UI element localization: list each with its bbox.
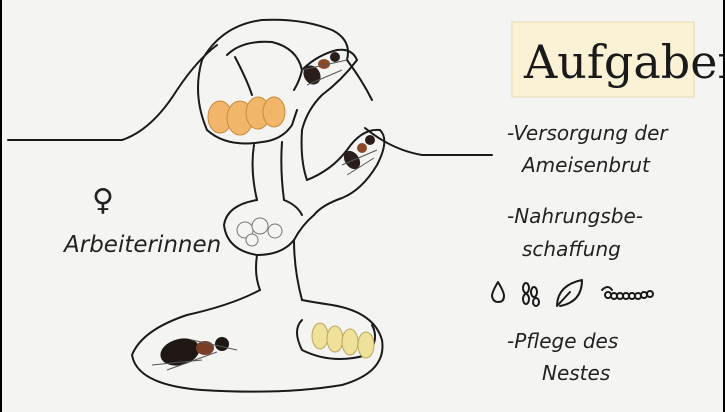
female-symbol: ♀ [92,183,114,218]
eggs [312,323,374,358]
task-1-line-2: Ameisenbrut [520,153,651,177]
task-list: -Versorgung der Ameisenbrut -Nahrungsbe-… [507,121,669,385]
caterpillar-icon [602,287,653,299]
pupae [208,97,285,135]
queen-ant [152,334,237,370]
task-3-line-1: -Pflege des [507,329,618,353]
worker-ant-upper [300,52,347,88]
task-2-line-2: schaffung [522,237,621,261]
role-label: Arbeiterinnen [62,232,221,258]
seeds-icon [523,283,539,306]
title-sticky-note: Aufgaben [512,22,723,97]
worker-ant-middle [341,135,377,175]
task-2-line-1: -Nahrungsbe- [507,204,643,228]
leaf-icon [557,280,582,306]
ground-line [8,45,492,155]
task-3-line-2: Nestes [542,361,610,385]
larvae [237,218,282,246]
task-1-line-1: -Versorgung der [507,121,669,145]
drop-icon [492,282,504,302]
title-note: Aufgaben [523,35,723,89]
food-icons [492,280,653,306]
